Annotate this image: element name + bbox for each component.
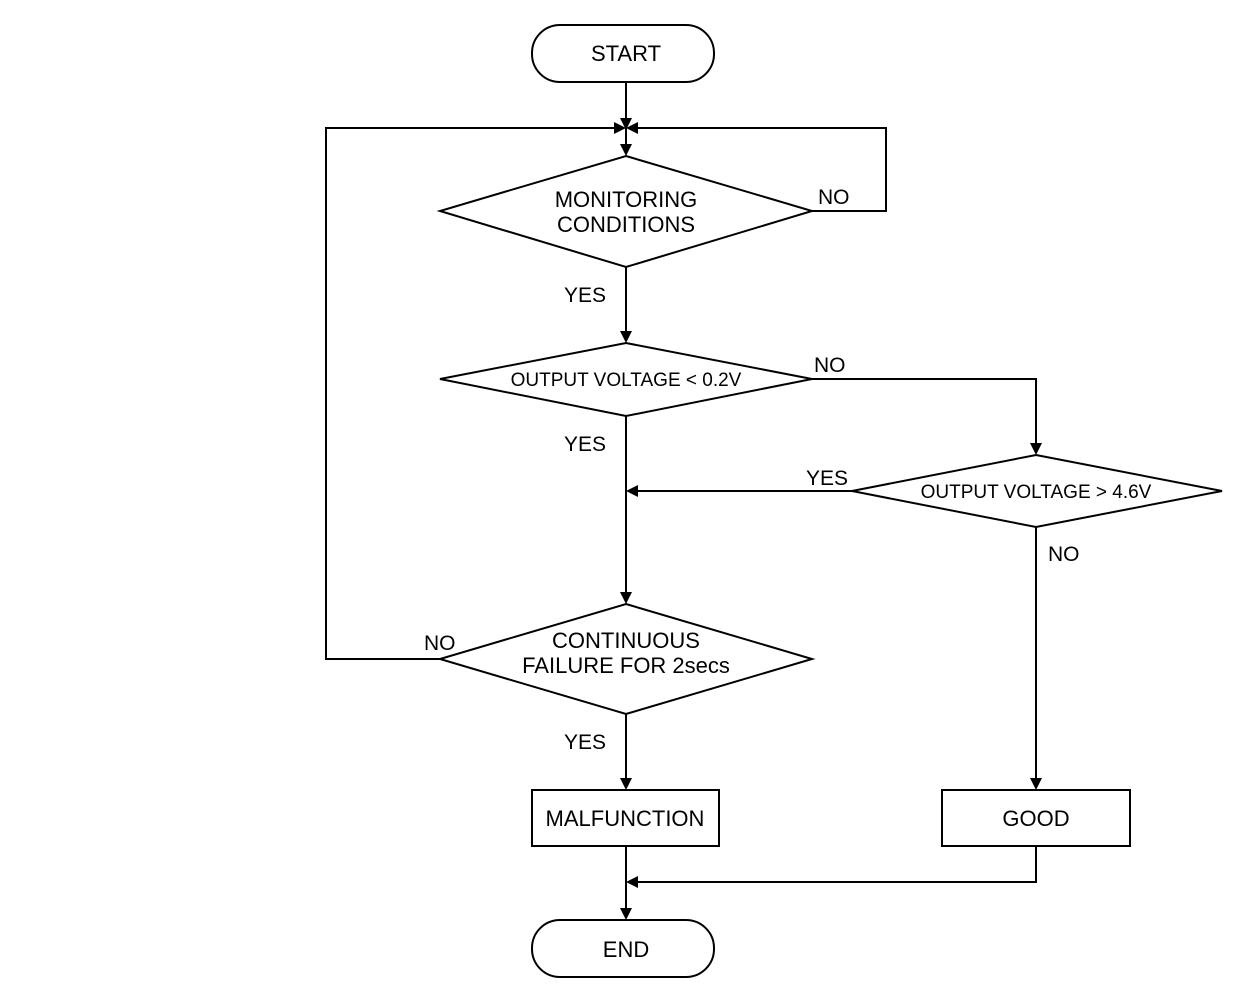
arrowhead-down-continuous <box>620 592 632 604</box>
continuous-label-line2: FAILURE FOR 2secs <box>522 653 730 678</box>
good-box <box>941 789 1131 847</box>
continuous-label-line1: CONTINUOUS <box>552 628 700 653</box>
voltage-low-no-label: NO <box>814 354 846 377</box>
end-terminal <box>531 919 715 978</box>
arrowhead-down-monitoring <box>620 144 632 156</box>
arrowhead-left-voltage-high-yes <box>626 485 638 497</box>
arrowhead-down-voltage-low <box>620 331 632 343</box>
monitoring-conditions-decision: MONITORING CONDITIONS <box>436 154 816 269</box>
arrowhead-down-merge <box>620 118 632 130</box>
continuous-failure-decision: CONTINUOUS FAILURE FOR 2secs <box>436 602 816 716</box>
voltage-high-decision: OUTPUT VOLTAGE > 4.6V <box>851 453 1223 529</box>
arrowhead-left-no-loop <box>626 122 638 134</box>
voltage-low-diamond <box>439 341 813 418</box>
continuous-yes-label: YES <box>564 731 606 754</box>
monitoring-no-label: NO <box>818 186 850 209</box>
arrowhead-down-end <box>620 908 632 920</box>
monitoring-diamond <box>436 154 816 269</box>
voltage-high-label: OUTPUT VOLTAGE > 4.6V <box>921 482 1152 503</box>
start-node: START <box>531 24 715 83</box>
arrowhead-down-malfunction <box>620 778 632 790</box>
start-label: START <box>591 41 661 66</box>
branch-labels: NO YES NO YES YES NO NO YES <box>424 186 1080 754</box>
good-node: GOOD <box>941 789 1131 847</box>
connector-voltage-low-no <box>812 378 1037 446</box>
malfunction-node: MALFUNCTION <box>531 789 720 847</box>
connector-good-to-end <box>636 846 1037 883</box>
voltage-low-decision: OUTPUT VOLTAGE < 0.2V <box>439 341 813 418</box>
end-label: END <box>603 937 649 962</box>
continuous-diamond <box>436 602 816 716</box>
good-label: GOOD <box>1002 806 1069 831</box>
monitoring-label-line2: CONDITIONS <box>557 212 695 237</box>
arrowhead-left-good-join <box>626 876 638 888</box>
arrowhead-down-good <box>1030 778 1042 790</box>
voltage-high-no-label: NO <box>1048 543 1080 566</box>
malfunction-label: MALFUNCTION <box>546 806 705 831</box>
arrowheads <box>614 118 1042 920</box>
monitoring-yes-label: YES <box>564 284 606 307</box>
connector-continuous-no-loop <box>325 127 616 660</box>
voltage-high-diamond <box>851 453 1223 529</box>
voltage-low-label: OUTPUT VOLTAGE < 0.2V <box>511 370 742 391</box>
arrowhead-down-voltage-high <box>1030 443 1042 455</box>
connector-monitoring-no-loop <box>636 127 887 212</box>
start-terminal <box>531 24 715 83</box>
continuous-no-label: NO <box>424 632 456 655</box>
voltage-low-yes-label: YES <box>564 433 606 456</box>
monitoring-label-line1: MONITORING <box>555 187 698 212</box>
end-node: END <box>531 919 715 978</box>
connectors <box>325 82 1037 910</box>
arrowhead-right-continuous-loop <box>614 122 626 134</box>
voltage-high-yes-label: YES <box>806 467 848 490</box>
malfunction-box <box>531 789 720 847</box>
